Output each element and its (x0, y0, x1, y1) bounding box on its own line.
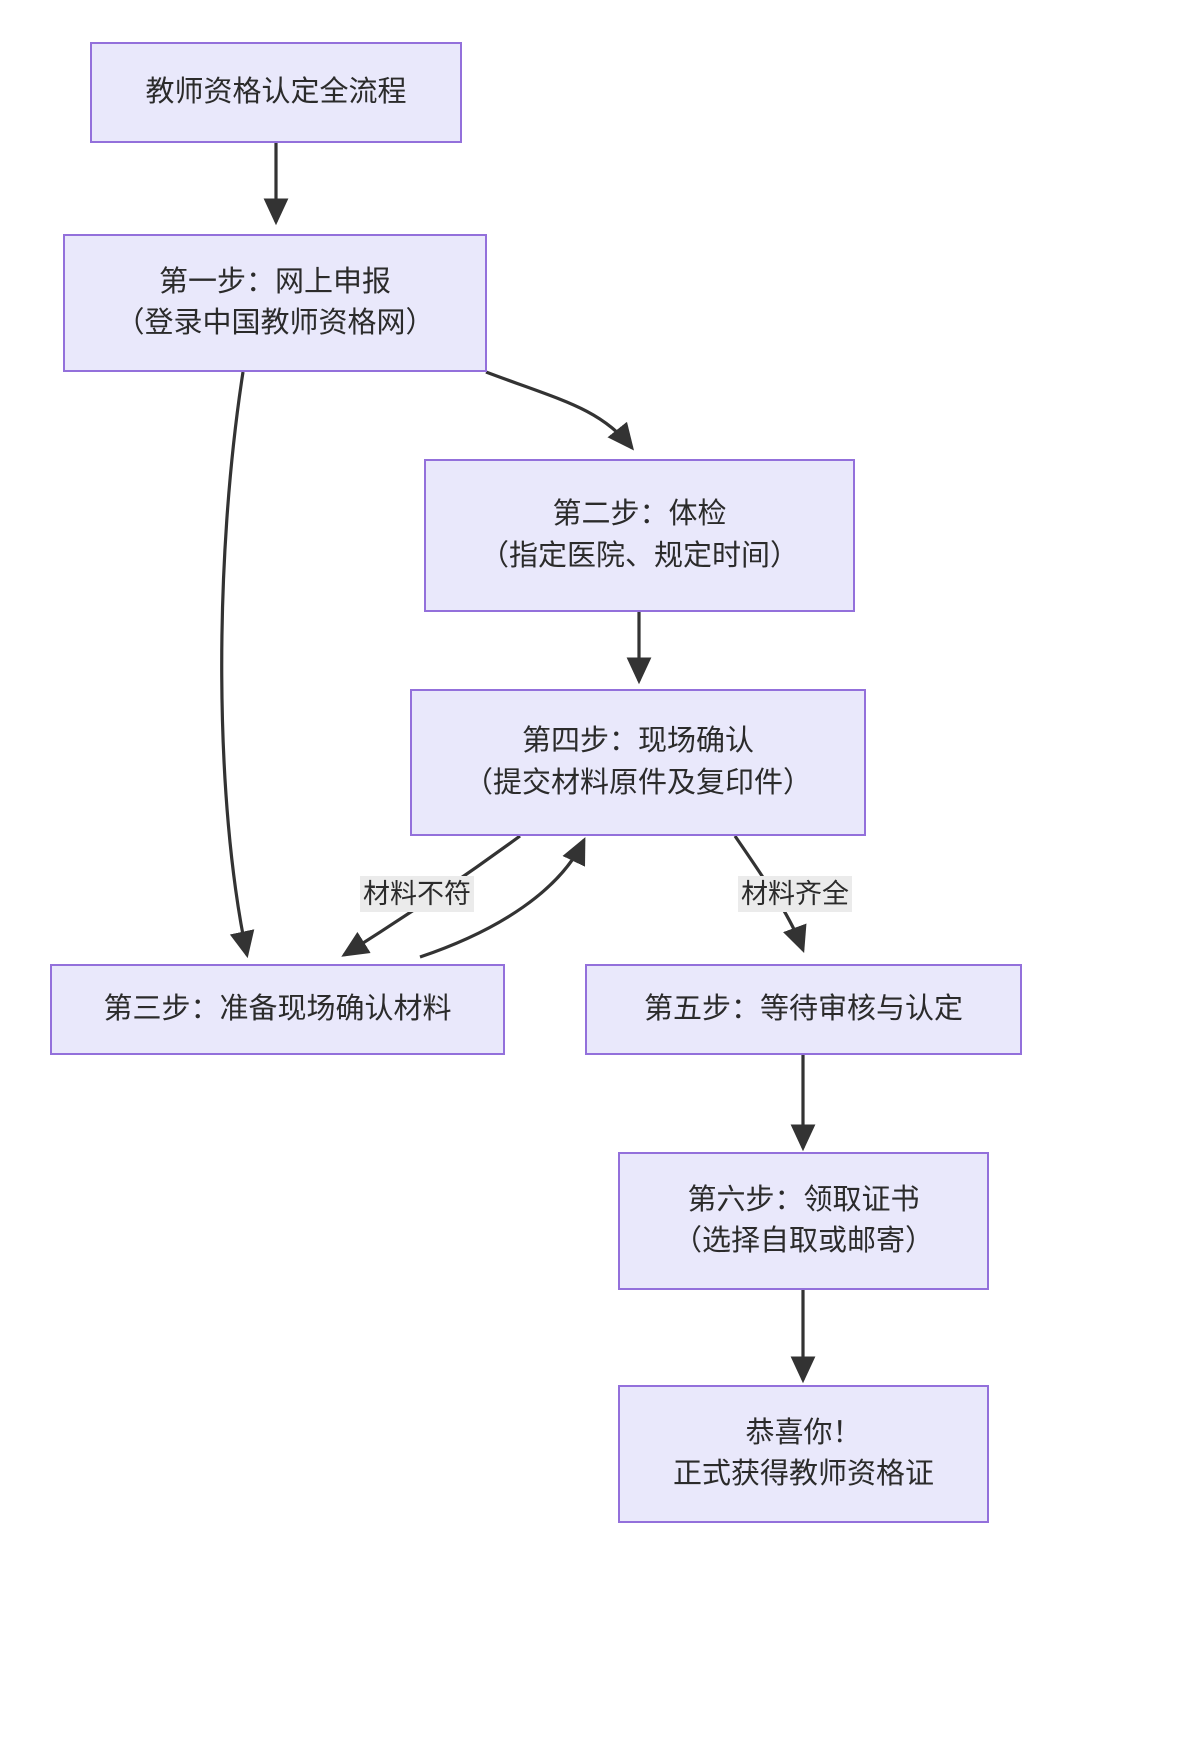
node-step3-line1: 第三步：准备现场确认材料 (103, 992, 452, 1025)
node-step1-line1: 第一步：网上申报 (158, 265, 391, 298)
node-step3[interactable]: 第三步：准备现场确认材料 (50, 964, 505, 1055)
edge-label-material-complete: 材料齐全 (738, 876, 852, 913)
node-step5[interactable]: 第五步：等待审核与认定 (585, 964, 1022, 1055)
node-step4[interactable]: 第四步：现场确认 （提交材料原件及复印件） (410, 689, 866, 836)
node-step6[interactable]: 第六步：领取证书 （选择自取或邮寄） (618, 1152, 989, 1290)
node-done-line2: 正式获得教师资格证 (672, 1458, 934, 1490)
node-start-line1: 教师资格认定全流程 (145, 75, 407, 108)
node-step4-line1: 第四步：现场确认 (521, 725, 754, 758)
node-start[interactable]: 教师资格认定全流程 (90, 42, 462, 143)
node-step4-line2: （提交材料原件及复印件） (463, 766, 812, 799)
node-done-line1: 恭喜你！ (745, 1416, 862, 1449)
node-step2[interactable]: 第二步：体检 （指定医院、规定时间） (424, 459, 855, 612)
edge-label-material-mismatch: 材料不符 (360, 876, 474, 913)
node-step1[interactable]: 第一步：网上申报 （登录中国教师资格网） (63, 234, 487, 372)
node-step1-line2: （登录中国教师资格网） (115, 307, 435, 339)
node-step6-line1: 第六步：领取证书 (687, 1183, 920, 1216)
node-step5-line1: 第五步：等待审核与认定 (643, 992, 963, 1025)
node-step2-line2: （指定医院、规定时间） (479, 539, 799, 572)
node-step2-line1: 第二步：体检 (552, 498, 727, 531)
edge-step1-to-step3 (220, 371, 255, 959)
node-step6-line2: （选择自取或邮寄） (672, 1225, 934, 1257)
node-done[interactable]: 恭喜你！ 正式获得教师资格证 (618, 1385, 989, 1523)
edge-step1-to-step2 (485, 370, 635, 451)
